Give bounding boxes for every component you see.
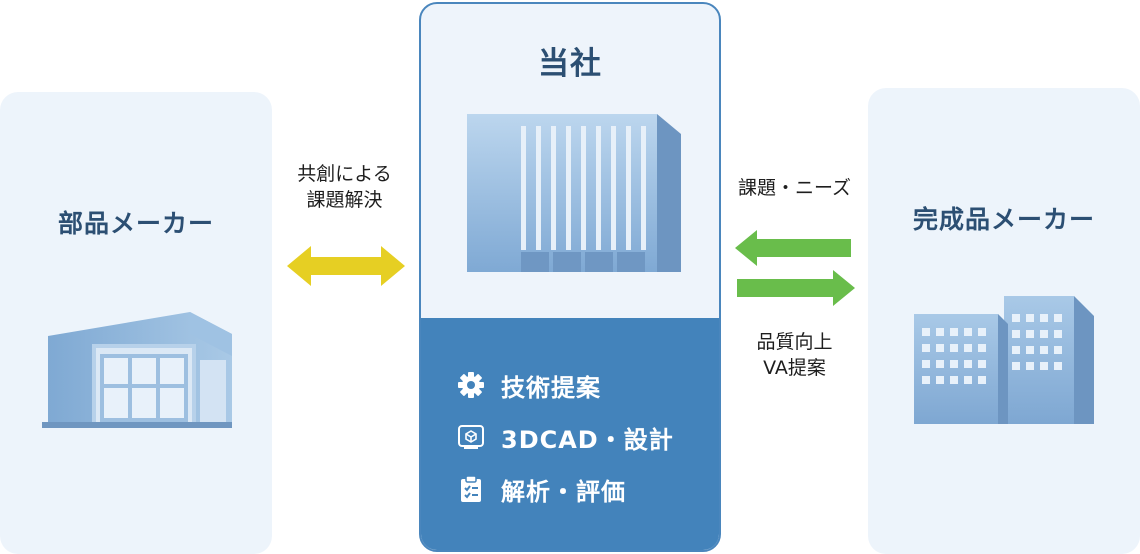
3d-cube-icon [457, 423, 485, 451]
service-label: 解析・評価 [501, 477, 626, 506]
gear-icon [457, 371, 485, 399]
quality-label-line2: VA提案 [763, 357, 826, 379]
co-creation-label-line2: 課題解決 [306, 189, 383, 211]
service-label: 3DCAD・設計 [501, 425, 674, 454]
co-creation-double-arrow [287, 246, 405, 286]
service-item-3dcad-design: 3DCAD・設計 [457, 420, 674, 454]
services-area: 技術提案 3DCAD・設計 [421, 318, 719, 550]
proposal-arrow [737, 270, 855, 306]
service-item-analysis-evaluation: 解析・評価 [457, 472, 626, 506]
office-building-icon [467, 114, 681, 272]
parts-maker-title: 部品メーカー [57, 209, 214, 238]
co-creation-label-line1: 共創による [297, 163, 392, 185]
parts-maker-panel: 部品メーカー [0, 92, 272, 554]
service-label: 技術提案 [501, 373, 601, 402]
factory-icon [42, 312, 232, 428]
quality-label-line1: 品質向上 [756, 331, 833, 353]
our-company-title: 当社 [538, 46, 602, 82]
our-company-panel: 当社 [419, 2, 721, 552]
service-item-technical-proposal: 技術提案 [457, 368, 601, 402]
issues-needs-arrow [735, 230, 851, 266]
issues-needs-label: 課題・ニーズ [737, 177, 852, 199]
finished-product-maker-title: 完成品メーカー [912, 205, 1095, 234]
clipboard-check-icon [457, 475, 485, 503]
buildings-icon [914, 296, 1094, 424]
finished-product-maker-panel: 完成品メーカー [868, 88, 1140, 554]
